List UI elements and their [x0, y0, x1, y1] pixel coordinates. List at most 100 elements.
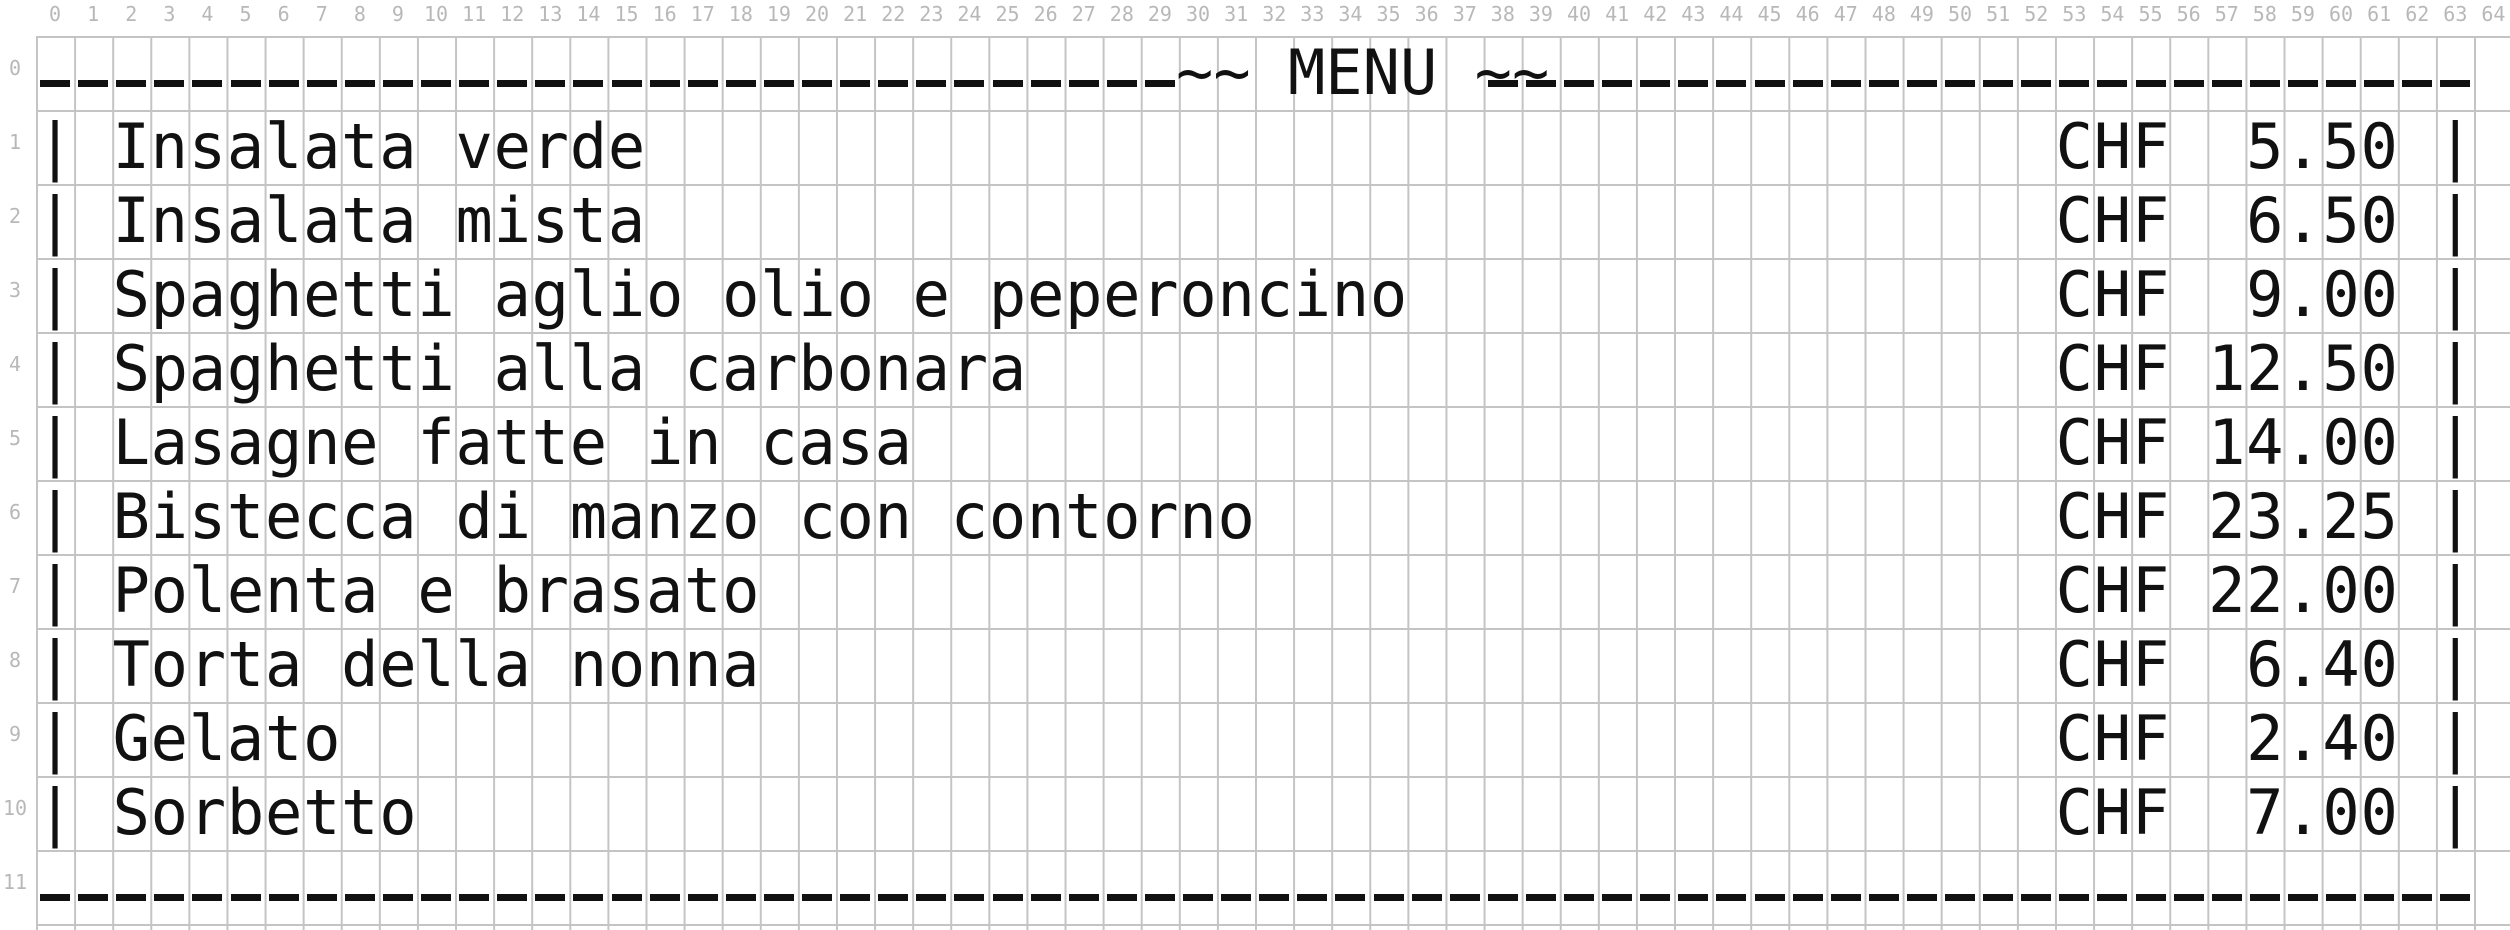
border-dash	[2287, 80, 2318, 87]
border-dash	[649, 894, 680, 901]
column-number: 25	[995, 2, 1020, 26]
border-dash	[78, 80, 109, 87]
column-number: 45	[1757, 2, 1782, 26]
border-dash	[1868, 80, 1899, 87]
row-number: 10	[2, 796, 28, 820]
border-dash	[878, 80, 909, 87]
column-number: 40	[1567, 2, 1592, 26]
border-dash	[2249, 894, 2280, 901]
column-number: 58	[2252, 2, 2277, 26]
border-dash	[1602, 80, 1633, 87]
column-number: 6	[277, 2, 290, 26]
row-number: 7	[8, 574, 22, 598]
column-number: 29	[1147, 2, 1172, 26]
border-dash	[840, 80, 871, 87]
border-dash	[1144, 80, 1175, 87]
border-dash	[1906, 80, 1937, 87]
border-dash	[2135, 80, 2166, 87]
border-dash	[1564, 894, 1595, 901]
border-dash	[78, 894, 109, 901]
border-dash	[154, 894, 185, 901]
column-number: 21	[843, 2, 868, 26]
border-dash	[1983, 894, 2014, 901]
column-number: 10	[424, 2, 449, 26]
column-number: 37	[1452, 2, 1477, 26]
column-number: 38	[1490, 2, 1515, 26]
row-number: 3	[8, 278, 22, 302]
border-dash	[2364, 80, 2395, 87]
border-dash	[497, 80, 528, 87]
column-number: 44	[1719, 2, 1744, 26]
border-dash	[2021, 80, 2052, 87]
column-number: 34	[1338, 2, 1363, 26]
border-dash	[1868, 894, 1899, 901]
border-dash	[725, 894, 756, 901]
border-dash	[687, 894, 718, 901]
border-dash	[954, 894, 985, 901]
column-number: 49	[1909, 2, 1934, 26]
row-number: 11	[2, 870, 28, 894]
column-number: 30	[1186, 2, 1211, 26]
row-number: 9	[8, 722, 22, 746]
column-number: 13	[538, 2, 563, 26]
column-number: 56	[2176, 2, 2201, 26]
border-dash	[1259, 894, 1290, 901]
border-dash	[611, 80, 642, 87]
border-dash	[2173, 80, 2204, 87]
border-dash	[1068, 80, 1099, 87]
column-number: 8	[353, 2, 366, 26]
border-dash	[1525, 894, 1556, 901]
border-dash	[1411, 894, 1442, 901]
border-dash	[1449, 894, 1480, 901]
border-dash	[1030, 80, 1061, 87]
column-number: 5	[239, 2, 252, 26]
column-number: 3	[163, 2, 176, 26]
border-dash	[230, 894, 261, 901]
border-dash	[344, 80, 375, 87]
border-dash	[192, 894, 223, 901]
border-dash	[649, 80, 680, 87]
border-dash	[2326, 894, 2357, 901]
border-dash	[1945, 894, 1976, 901]
column-number: 39	[1528, 2, 1553, 26]
row-number: 0	[8, 56, 22, 80]
character-grid	[36, 36, 2510, 930]
column-number: 22	[881, 2, 906, 26]
border-dash	[2249, 80, 2280, 87]
column-number: 19	[766, 2, 791, 26]
border-dash	[2287, 894, 2318, 901]
border-dash	[1945, 80, 1976, 87]
border-dash	[1335, 894, 1366, 901]
border-dash	[1754, 894, 1785, 901]
border-dash	[1830, 894, 1861, 901]
column-number: 50	[1948, 2, 1973, 26]
border-dash	[1297, 894, 1328, 901]
border-dash	[344, 894, 375, 901]
border-dash	[763, 80, 794, 87]
border-dash	[954, 80, 985, 87]
border-dash	[916, 80, 947, 87]
column-number: 26	[1033, 2, 1058, 26]
column-number: 20	[805, 2, 830, 26]
border-dash	[40, 894, 71, 901]
column-number: 23	[919, 2, 944, 26]
border-dash	[306, 80, 337, 87]
border-dash	[1678, 894, 1709, 901]
border-dash	[459, 894, 490, 901]
column-number: 11	[462, 2, 487, 26]
border-dash	[2211, 80, 2242, 87]
border-dash	[802, 80, 833, 87]
border-dash	[382, 894, 413, 901]
border-dash	[1564, 80, 1595, 87]
border-dash	[2135, 894, 2166, 901]
border-dash	[840, 894, 871, 901]
border-dash	[611, 894, 642, 901]
menu-top-border: ~~ MENU ~~	[36, 36, 2474, 110]
